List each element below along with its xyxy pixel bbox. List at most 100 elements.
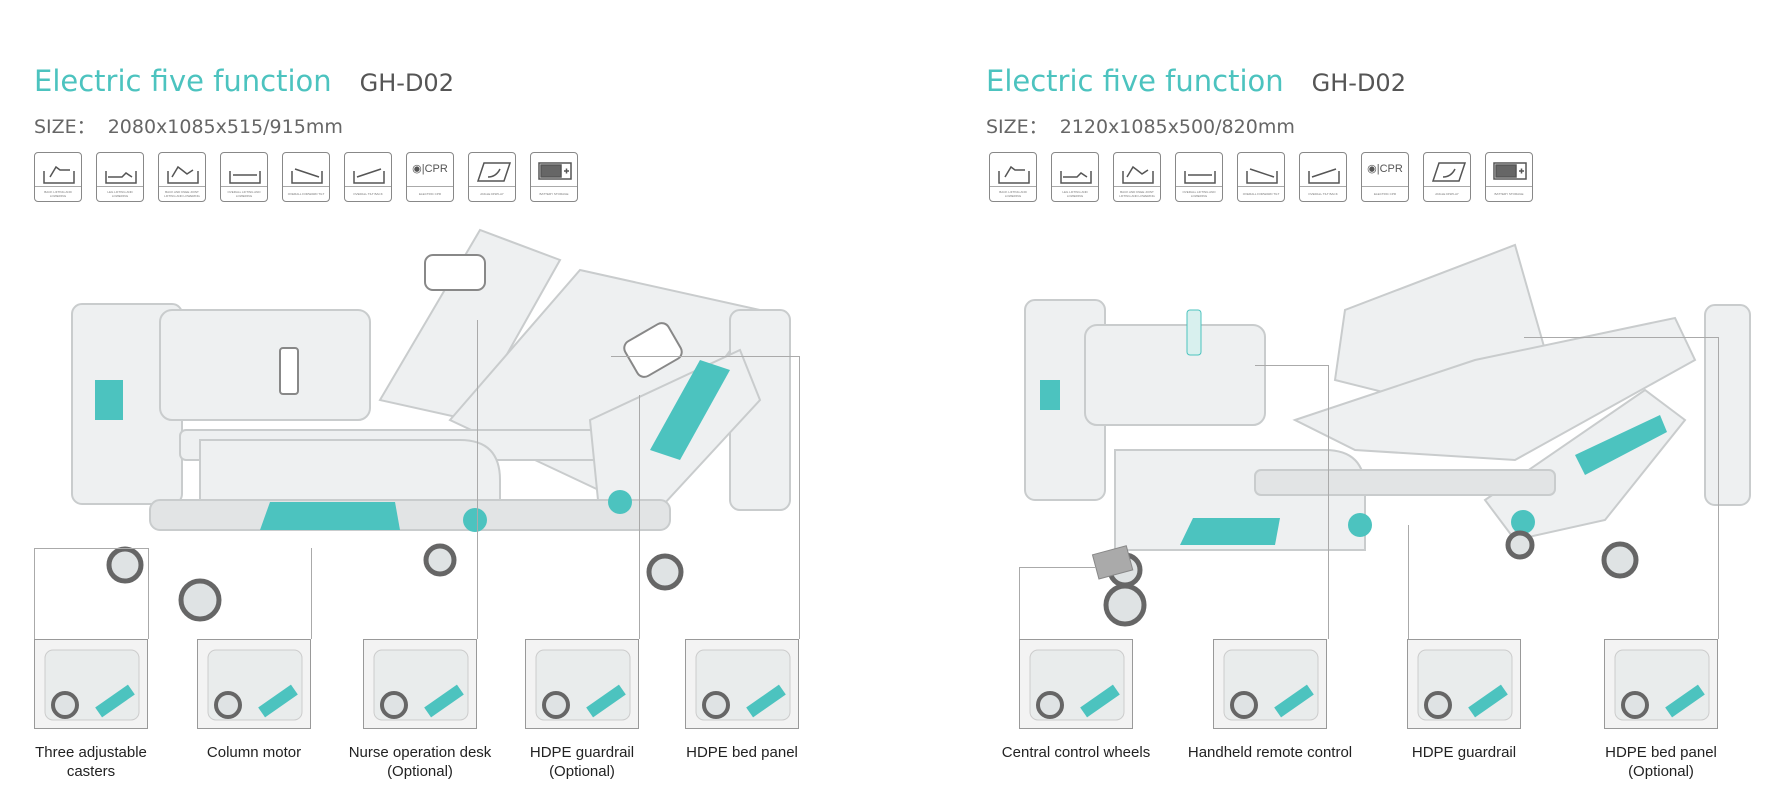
caption-line-1: HDPE bed panel [686, 744, 798, 761]
leader-line [148, 548, 149, 639]
feature-tilt-back: OVERALL TILT BACK [344, 152, 392, 202]
feature-tilt-back: OVERALL TILT BACK [1299, 152, 1347, 202]
feature-back-knee-lifting: BACK AND KNEE JOINT LIFTING AND LOWERING [1113, 152, 1161, 202]
caption-line-1: Handheld remote control [1187, 744, 1353, 761]
caption-line-1: Three adjustable [35, 744, 147, 761]
size-spec: SIZE：2080x1085x515/915mm [34, 112, 343, 139]
feature-label: BACK AND KNEE JOINT LIFTING AND LOWERING [1114, 186, 1160, 201]
leader-line [477, 320, 478, 639]
feature-back-lifting: BACK LIFTING AND LOWERING [989, 152, 1037, 202]
model-number: GH-D02 [359, 69, 454, 97]
back-knee-lifting-icon [167, 165, 199, 184]
feature-label: LEG LIFTING AND LOWERING [1052, 186, 1098, 201]
product-title: Electric five function GH-D02 [986, 62, 1406, 99]
detail-caption: HDPE guardrail (Optional) [492, 743, 672, 781]
caption-line-2: (Optional) [1628, 763, 1694, 780]
tilt-back-icon [353, 168, 385, 184]
feature-label: OVERALL FORWARD TILT [283, 186, 329, 201]
detail-thumbnail [1407, 639, 1521, 729]
feature-battery: BATTERY STORAGE [1485, 152, 1533, 202]
overall-lifting-icon [229, 171, 261, 184]
feature-angle-display: ANGLE DISPLAY [468, 152, 516, 202]
battery-icon [1493, 162, 1527, 180]
caption-line-1: Nurse operation desk [348, 744, 492, 761]
back-lifting-icon [998, 165, 1030, 184]
leader-line [799, 356, 800, 639]
caption-line-1: Column motor [206, 744, 302, 761]
product-name: Electric five function [986, 64, 1284, 98]
size-label: SIZE： [986, 116, 1048, 138]
feature-leg-lifting: LEG LIFTING AND LOWERING [1051, 152, 1099, 202]
feature-overall-lifting: OVERALL LIFTING AND LOWERING [220, 152, 268, 202]
detail-caption: Handheld remote control [1180, 743, 1360, 762]
detail-caption: HDPE bed panel(Optional) [1571, 743, 1751, 781]
size-spec: SIZE：2120x1085x500/820mm [986, 112, 1295, 139]
bed-image [1024, 243, 1751, 627]
feature-icons: BACK LIFTING AND LOWERING LEG LIFTING AND… [34, 152, 578, 202]
feature-label: OVERALL LIFTING AND LOWERING [1176, 186, 1222, 201]
caption-line-1: HDPE guardrail [529, 744, 635, 761]
bed-platform [1292, 316, 1697, 462]
feature-label: ELECTRIC CPR [1362, 186, 1408, 201]
overall-lifting-icon [1184, 171, 1216, 184]
product-name: Electric five function [34, 64, 332, 98]
feature-back-lifting: BACK LIFTING AND LOWERING [34, 152, 82, 202]
feature-cpr: ◉|CPR ELECTRIC CPR [1361, 152, 1409, 202]
detail-thumbnail [1604, 639, 1718, 729]
detail-caption: Column motor [164, 743, 344, 762]
leader-line [639, 395, 640, 639]
detail-caption: Three adjustable casters [1, 743, 181, 781]
detail-thumbnail [685, 639, 799, 729]
feature-overall-lifting: OVERALL LIFTING AND LOWERING [1175, 152, 1223, 202]
feature-forward-tilt: OVERALL FORWARD TILT [282, 152, 330, 202]
caption-line-2: (Optional) [549, 763, 615, 780]
feature-label: LEG LIFTING AND LOWERING [97, 186, 143, 201]
feature-forward-tilt: OVERALL FORWARD TILT [1237, 152, 1285, 202]
leader-line [311, 548, 312, 639]
foot-board [1704, 304, 1751, 506]
leader-line [1524, 337, 1718, 338]
caption-line-2: casters [66, 763, 116, 780]
detail-thumbnail [1019, 639, 1133, 729]
leader-line [34, 548, 148, 549]
angle-display-icon [1431, 162, 1467, 182]
feature-label: OVERALL FORWARD TILT [1238, 186, 1284, 201]
back-knee-lifting-icon [1122, 165, 1154, 184]
detail-thumbnail [34, 639, 148, 729]
back-lifting-icon [43, 165, 75, 184]
feature-label: OVERALL TILT BACK [345, 186, 391, 201]
model-number: GH-D02 [1311, 69, 1406, 97]
feature-battery: BATTERY STORAGE [530, 152, 578, 202]
product-title: Electric five function GH-D02 [34, 62, 454, 99]
size-label: SIZE： [34, 116, 96, 138]
feature-label: BATTERY STORAGE [531, 186, 577, 201]
leader-line [611, 356, 799, 357]
cpr-text: CPR [1379, 163, 1403, 175]
forward-tilt-icon [291, 168, 323, 184]
leg-lifting-icon [1060, 171, 1092, 184]
leader-line [1019, 567, 1096, 568]
leg-lifting-icon [105, 171, 137, 184]
leader-line [1255, 365, 1328, 366]
detail-thumbnail [1213, 639, 1327, 729]
forward-tilt-icon [1246, 168, 1278, 184]
leader-line [34, 548, 35, 639]
feature-label: ANGLE DISPLAY [1424, 186, 1470, 201]
detail-thumbnail [197, 639, 311, 729]
battery-icon [538, 162, 572, 180]
feature-label: ELECTRIC CPR [407, 186, 453, 201]
feature-back-knee-lifting: BACK AND KNEE JOINT LIFTING AND LOWERING [158, 152, 206, 202]
feature-label: BACK LIFTING AND LOWERING [990, 186, 1036, 201]
detail-caption: Nurse operation desk(Optional) [330, 743, 510, 781]
detail-thumbnail [525, 639, 639, 729]
detail-caption: Central control wheels [986, 743, 1166, 762]
feature-label: BACK AND KNEE JOINT LIFTING AND LOWERING [159, 186, 205, 201]
leader-line [1718, 337, 1719, 639]
bed-image [71, 228, 791, 622]
cpr-icon: ◉|CPR [1367, 163, 1403, 175]
angle-display-icon [476, 162, 512, 182]
tilt-back-icon [1308, 168, 1340, 184]
feature-leg-lifting: LEG LIFTING AND LOWERING [96, 152, 144, 202]
leader-line [1408, 525, 1409, 639]
